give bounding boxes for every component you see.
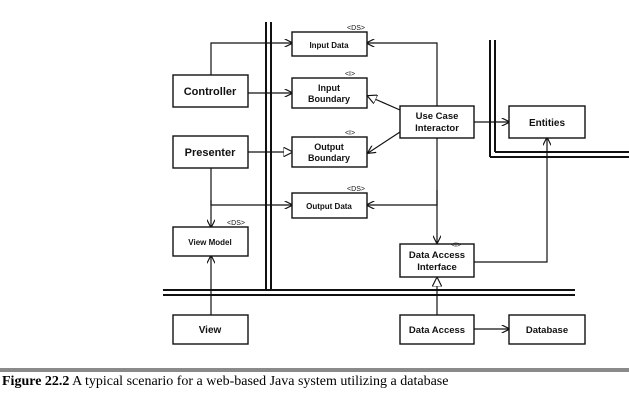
figure-number: Figure 22.2 — [2, 374, 70, 389]
output-boundary-label-line2: Boundary — [308, 153, 350, 163]
data-access-interface-tag: <I> — [451, 242, 461, 249]
boundary-lines — [163, 22, 629, 296]
entities-label: Entities — [529, 118, 566, 129]
connectors — [211, 43, 547, 329]
input-data-box: <DS> Input Data — [291, 25, 368, 57]
view-model-box: <DS> View Model — [172, 220, 249, 257]
database-label: Database — [526, 325, 568, 336]
output-boundary-label-line1: Output — [314, 142, 344, 152]
entities-box: Entities — [508, 105, 586, 139]
use-case-interactor-label-line2: Interactor — [415, 123, 459, 134]
data-access-interface-label-line2: Interface — [417, 262, 457, 273]
output-data-tag: <DS> — [347, 186, 365, 193]
presenter-box: Presenter — [172, 135, 249, 169]
input-boundary-tag: <I> — [345, 71, 355, 78]
input-data-label: Input Data — [309, 41, 349, 50]
data-access-interface-box: <I> Data Access Interface — [399, 242, 475, 278]
figure-caption-text: A typical scenario for a web-based Java … — [69, 374, 449, 389]
data-access-interface-label-line1: Data Access — [409, 250, 465, 261]
use-case-interactor-label-line1: Use Case — [416, 111, 459, 122]
view-model-tag: <DS> — [227, 220, 245, 227]
figure-caption: Figure 22.2 A typical scenario for a web… — [2, 374, 448, 390]
architecture-diagram: Controller Presenter <DS> View Model Vie… — [163, 22, 629, 345]
controller-box: Controller — [172, 74, 249, 108]
output-boundary-box: <I> Output Boundary — [291, 130, 368, 168]
input-data-tag: <DS> — [347, 25, 365, 32]
controller-label: Controller — [184, 86, 237, 98]
data-access-label: Data Access — [409, 325, 465, 336]
input-boundary-label-line2: Boundary — [308, 94, 350, 104]
output-data-box: <DS> Output Data — [291, 186, 368, 219]
view-model-label: View Model — [188, 238, 231, 247]
presenter-label: Presenter — [185, 147, 236, 159]
caption-divider — [0, 368, 629, 372]
data-access-box: Data Access — [399, 314, 475, 345]
output-boundary-tag: <I> — [345, 130, 355, 137]
view-box: View — [172, 314, 249, 345]
view-label: View — [199, 325, 222, 336]
database-box: Database — [508, 314, 586, 345]
use-case-interactor-box: Use Case Interactor — [399, 105, 475, 139]
input-boundary-box: <I> Input Boundary — [291, 71, 368, 109]
output-data-label: Output Data — [306, 202, 352, 211]
input-boundary-label-line1: Input — [318, 83, 340, 93]
